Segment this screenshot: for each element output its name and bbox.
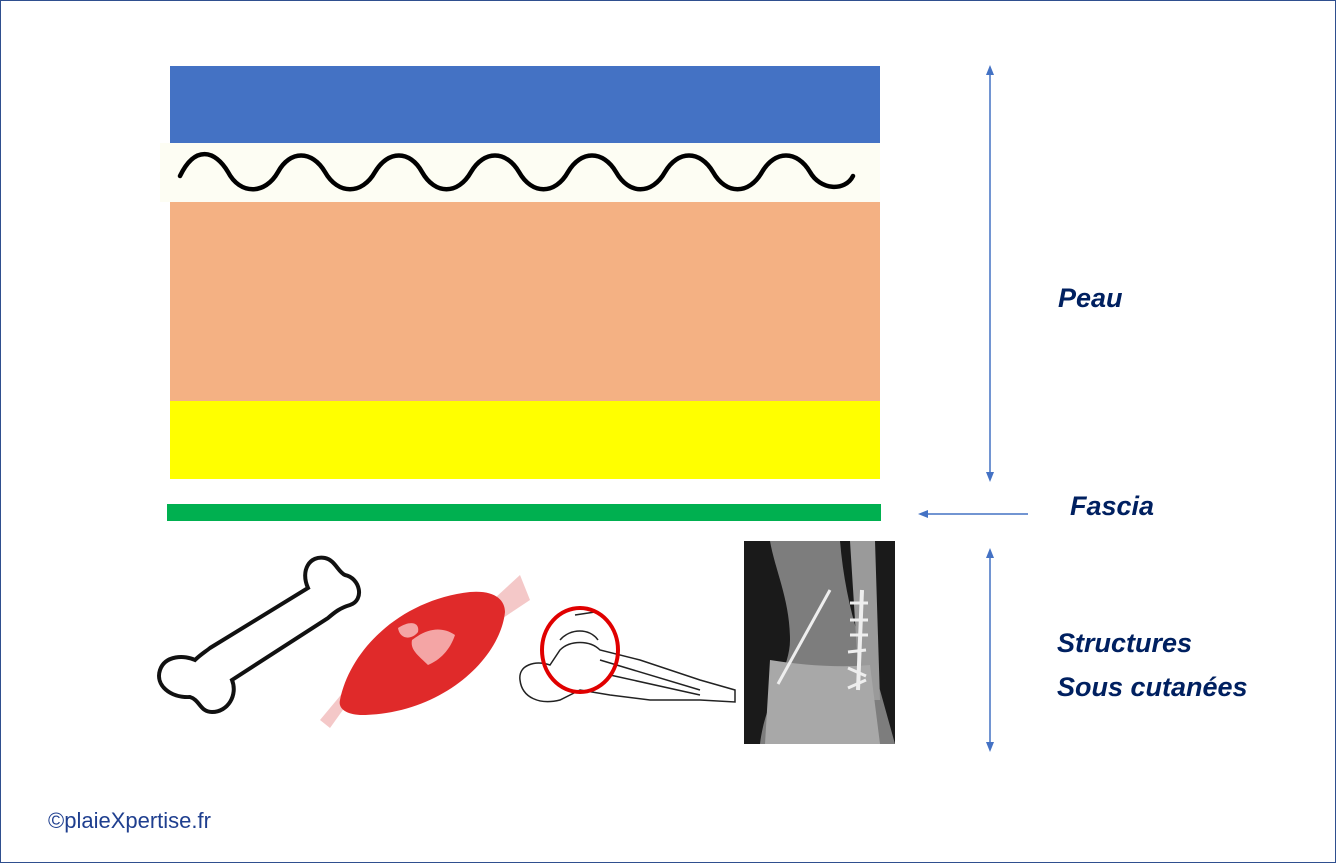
- dermal-papillae-wave: [177, 152, 856, 192]
- copyright-text: ©plaieXpertise.fr: [48, 808, 211, 833]
- dermis-layer: [170, 202, 880, 401]
- foot-skeleton-icon: [519, 606, 736, 703]
- hypodermis-layer: [170, 401, 880, 479]
- epidermis-layer: [170, 66, 880, 143]
- fascia-label: Fascia: [1070, 491, 1155, 521]
- skin-label: Peau: [1058, 283, 1123, 313]
- ankle-xray-image: [744, 541, 895, 744]
- structures-label-line1: Structures: [1057, 628, 1193, 658]
- bone-icon: [157, 555, 361, 715]
- fascia-layer: [167, 504, 881, 521]
- muscle-icon: [320, 575, 530, 728]
- structures-label-line2: Sous cutanées: [1057, 672, 1248, 702]
